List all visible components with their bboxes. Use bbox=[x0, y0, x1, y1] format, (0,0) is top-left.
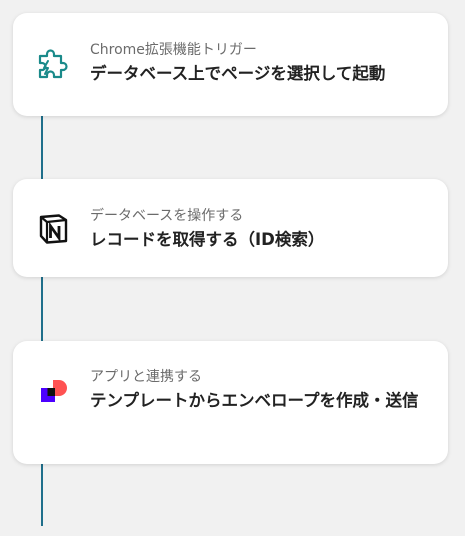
step-card-chrome-trigger[interactable]: Chrome拡張機能トリガー データベース上でページを選択して起動 bbox=[13, 13, 448, 116]
step-3-title: テンプレートからエンベロープを作成・送信 bbox=[90, 391, 419, 410]
flow-connector-3 bbox=[41, 460, 43, 526]
step-1-title: データベース上でページを選択して起動 bbox=[90, 64, 386, 83]
flow-connector-1 bbox=[41, 112, 43, 184]
step-card-database-operation[interactable]: データベースを操作する レコードを取得する（ID検索） bbox=[13, 179, 448, 277]
step-2-subtitle: データベースを操作する bbox=[90, 208, 244, 224]
step-1-subtitle: Chrome拡張機能トリガー bbox=[90, 42, 257, 58]
step-3-subtitle: アプリと連携する bbox=[90, 369, 202, 385]
step-card-app-integration[interactable]: アプリと連携する テンプレートからエンベロープを作成・送信 bbox=[13, 341, 448, 464]
step-2-title: レコードを取得する（ID検索） bbox=[90, 230, 325, 249]
puzzle-piece-icon bbox=[34, 44, 72, 82]
notion-icon bbox=[34, 209, 72, 247]
flow-connector-2 bbox=[41, 274, 43, 346]
docusign-icon bbox=[34, 374, 72, 412]
